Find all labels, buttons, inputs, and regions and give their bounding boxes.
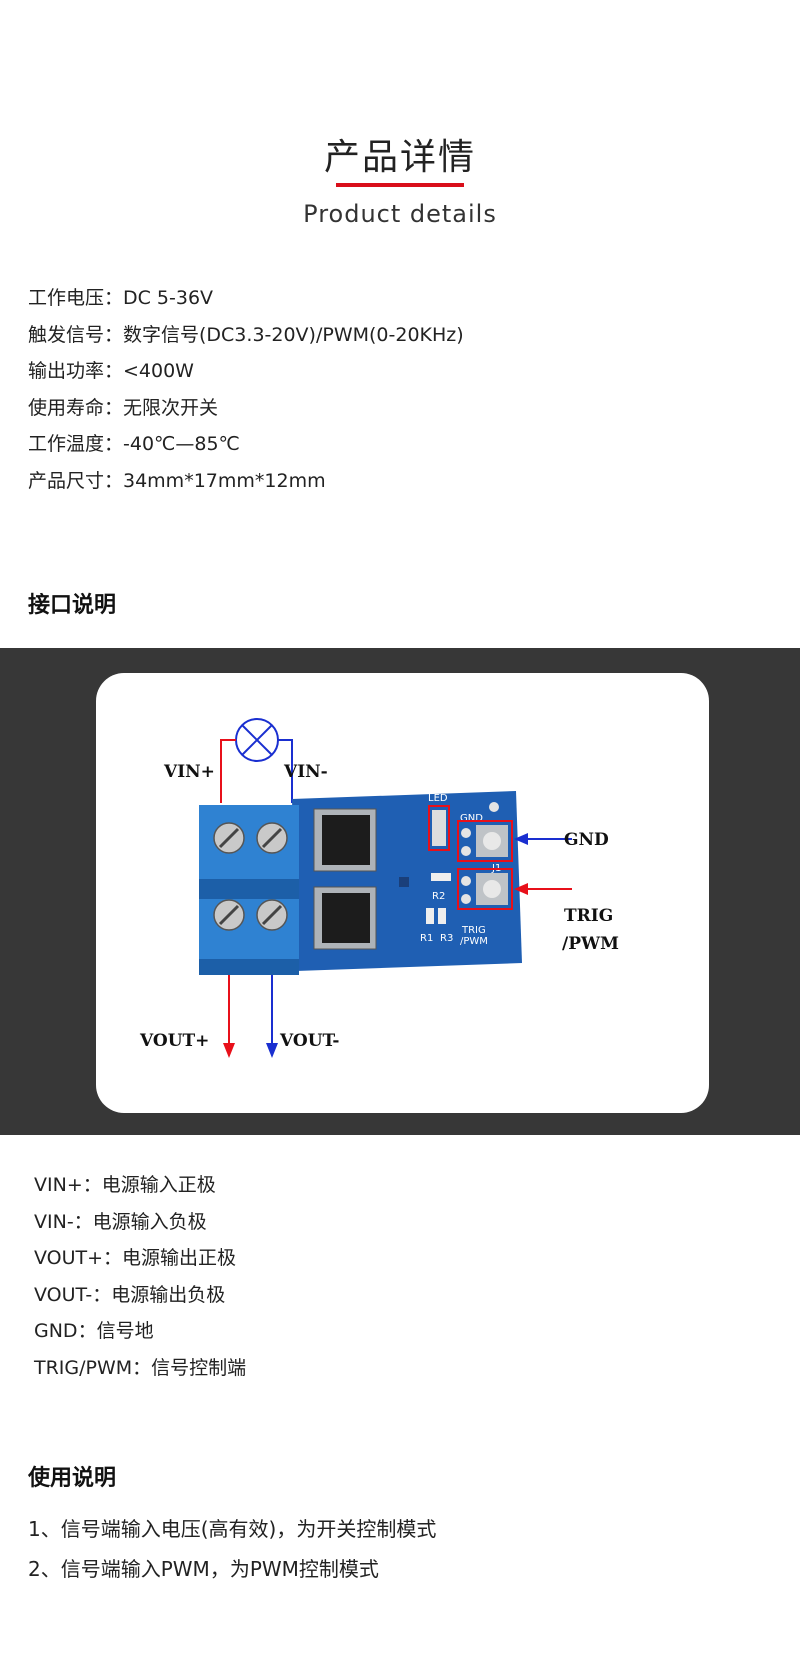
board-led-label: LED [428,793,448,804]
board-pwm-label: /PWM [460,936,488,947]
usage-item: 1、信号端输入电压(高有效)，为开关控制模式 [28,1517,437,1541]
pin-vin-minus: VIN-：电源输入负极 [34,1210,207,1233]
pin-trig-pwm: TRIG/PWM：信号控制端 [34,1356,247,1379]
vin-plus-label: VIN+ [163,762,215,782]
pin-vout-plus: VOUT+：电源输出正极 [34,1247,237,1269]
page-subtitle: Product details [303,200,497,228]
title-accent-bar [336,183,464,187]
trig-label: TRIG [564,906,613,926]
usage-item: 2、信号端输入PWM，为PWM控制模式 [28,1557,379,1581]
wiring-diagram: LED GND J1 R2 R1 R3 TRIG /PWM [139,718,619,1058]
pwm-label: /PWM [562,934,619,954]
vout-minus-label: VOUT- [279,1031,339,1051]
spec-dimensions: 产品尺寸：34mm*17mm*12mm [28,469,326,492]
pin-vin-plus: VIN+：电源输入正极 [34,1174,216,1196]
spec-list: 工作电压：DC 5-36V 触发信号：数字信号(DC3.3-20V)/PWM(0… [28,283,464,502]
spec-output-power: 输出功率：<400W [28,360,194,382]
screw-terminal-block [199,805,299,975]
board-r3-label: R3 [440,933,453,944]
gnd-arrow-icon [514,833,528,845]
vin-minus-label: VIN- [283,762,328,782]
pcb-board: LED GND J1 R2 R1 R3 TRIG /PWM [292,791,522,971]
pin-description-list: VIN+：电源输入正极 VIN-：电源输入负极 VOUT+：电源输出正极 VOU… [34,1170,246,1389]
spec-operating-temperature: 工作温度：-40℃—85℃ [28,433,240,455]
page-title: 产品详情 [323,137,476,178]
spec-service-life: 使用寿命：无限次开关 [28,396,219,419]
board-r2-label: R2 [432,891,445,902]
vout-minus-arrow-icon [266,1043,278,1058]
usage-list: 1、信号端输入电压(高有效)，为开关控制模式 2、信号端输入PWM，为PWM控制… [28,1513,436,1593]
vout-plus-label: VOUT+ [139,1031,209,1051]
board-gnd-label: GND [460,813,483,824]
trig-arrow-icon [514,883,528,895]
spec-operating-voltage: 工作电压：DC 5-36V [28,287,214,309]
vin-minus-wire [278,739,293,803]
vin-plus-wire [220,739,236,803]
board-r1-label: R1 [420,933,433,944]
vout-plus-arrow-icon [223,1043,235,1058]
pin-vout-minus: VOUT-：电源输出负极 [34,1283,226,1306]
pin-gnd: GND：信号地 [34,1320,154,1342]
lamp-icon [235,718,279,762]
wiring-diagram-card: LED GND J1 R2 R1 R3 TRIG /PWM [96,673,709,1113]
interface-heading: 接口说明 [28,593,117,618]
board-trig-label: TRIG [461,925,486,936]
gnd-label: GND [564,830,609,850]
spec-trigger-signal: 触发信号：数字信号(DC3.3-20V)/PWM(0-20KHz) [28,323,464,346]
usage-heading: 使用说明 [28,1466,117,1491]
